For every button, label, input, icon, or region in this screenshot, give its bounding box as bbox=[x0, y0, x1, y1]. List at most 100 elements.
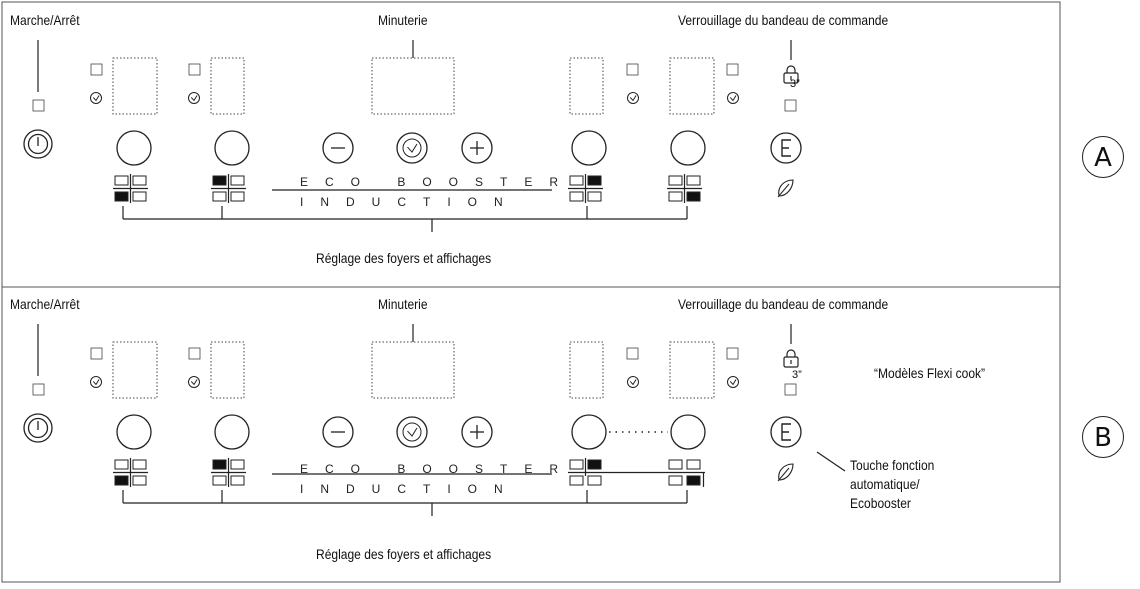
eco-leaf-icon bbox=[777, 179, 794, 198]
zone-cell bbox=[668, 191, 683, 202]
eco-leaf-icon bbox=[777, 463, 794, 482]
zone2-led bbox=[188, 63, 201, 76]
zone2-knob[interactable] bbox=[214, 130, 250, 166]
zone-cell bbox=[132, 459, 147, 470]
padlock-shackle bbox=[786, 349, 796, 357]
zone3-clock-icon bbox=[627, 92, 639, 104]
zone1-led bbox=[90, 63, 103, 76]
zone2-display bbox=[210, 57, 245, 115]
e-letter bbox=[781, 423, 791, 441]
function-e-button[interactable] bbox=[770, 416, 802, 448]
clock-face bbox=[402, 422, 422, 442]
zone4-display bbox=[669, 57, 715, 115]
plus-button[interactable] bbox=[461, 132, 493, 164]
zones-label-b: Réglage des foyers et affichages bbox=[316, 546, 492, 562]
timer-button[interactable] bbox=[396, 132, 428, 164]
zone2-clock-icon bbox=[188, 376, 200, 388]
minus-button[interactable] bbox=[322, 132, 354, 164]
panel-b bbox=[23, 324, 846, 516]
zone2-indicator bbox=[211, 458, 246, 487]
timer-display bbox=[371, 57, 455, 115]
zone-cell bbox=[668, 175, 683, 186]
zone1-indicator bbox=[113, 458, 148, 487]
flexi-cell bbox=[587, 475, 602, 486]
zone3-led bbox=[626, 347, 639, 360]
zone-cell bbox=[114, 459, 129, 470]
zone-cell bbox=[686, 175, 701, 186]
power-button[interactable] bbox=[23, 413, 53, 443]
clock-hands bbox=[629, 95, 637, 102]
lock-led bbox=[784, 99, 797, 112]
clock-hands bbox=[407, 143, 418, 153]
zone4-knob[interactable] bbox=[670, 414, 706, 450]
clock-hands bbox=[190, 379, 198, 386]
clock-face bbox=[727, 92, 739, 104]
clock-hands bbox=[407, 427, 418, 437]
timer-button[interactable] bbox=[396, 416, 428, 448]
zone-cell bbox=[587, 175, 602, 186]
zone4-display bbox=[669, 341, 715, 399]
auto-key-leader-line bbox=[816, 451, 846, 472]
zone4-clock-icon bbox=[727, 376, 739, 388]
timer-display bbox=[371, 341, 455, 399]
flexi-cell bbox=[569, 459, 584, 470]
power-label-a: Marche/Arrêt bbox=[10, 12, 80, 28]
lock-delay-a: 3” bbox=[790, 78, 800, 90]
timer-ring bbox=[396, 132, 428, 164]
clock-hands bbox=[629, 379, 637, 386]
zone-cell bbox=[587, 191, 602, 202]
padlock-icon bbox=[783, 65, 799, 84]
zone-cell bbox=[212, 175, 227, 186]
lock-delay-b: 3” bbox=[792, 369, 802, 381]
clock-face bbox=[188, 92, 200, 104]
lock-led bbox=[784, 383, 797, 396]
clock-hands bbox=[190, 95, 198, 102]
flexi-cell bbox=[668, 459, 683, 470]
zone2-led bbox=[188, 347, 201, 360]
clock-hands bbox=[729, 379, 737, 386]
zone3-knob[interactable] bbox=[571, 130, 607, 166]
zone-cell bbox=[132, 191, 147, 202]
zone1-knob[interactable] bbox=[116, 130, 152, 166]
zone-cell bbox=[569, 175, 584, 186]
band-bottom-a: INDUCTION bbox=[300, 195, 520, 209]
zone1-knob[interactable] bbox=[116, 414, 152, 450]
power-label-b: Marche/Arrêt bbox=[10, 296, 80, 312]
zone-cell bbox=[230, 191, 245, 202]
zone-cell bbox=[212, 191, 227, 202]
timer-label-b: Minuterie bbox=[378, 296, 428, 312]
zone4-knob[interactable] bbox=[670, 130, 706, 166]
e-letter bbox=[781, 139, 791, 157]
clock-hands bbox=[92, 379, 100, 386]
flexi-zone-indicator bbox=[568, 458, 705, 487]
zone2-knob[interactable] bbox=[214, 414, 250, 450]
function-e-button[interactable] bbox=[770, 132, 802, 164]
padlock-icon bbox=[783, 349, 799, 368]
zone-cell bbox=[230, 175, 245, 186]
zone3-led bbox=[626, 63, 639, 76]
padlock-shackle bbox=[786, 65, 796, 73]
panel-letter-a: A bbox=[1082, 136, 1124, 178]
zone1-display bbox=[112, 341, 158, 399]
plus-button[interactable] bbox=[461, 416, 493, 448]
band-top-b: ECO BOOSTER bbox=[300, 462, 576, 476]
zone3-knob[interactable] bbox=[571, 414, 607, 450]
zone-cell bbox=[212, 475, 227, 486]
clock-face bbox=[90, 92, 102, 104]
zone4-led bbox=[726, 63, 739, 76]
zone3-display bbox=[569, 341, 604, 399]
zone2-indicator bbox=[211, 174, 246, 203]
power-button[interactable] bbox=[23, 129, 53, 159]
minus-button[interactable] bbox=[322, 416, 354, 448]
zone-cell bbox=[686, 191, 701, 202]
zone3-indicator bbox=[568, 174, 603, 203]
auto-key-line-3: Ecobooster bbox=[850, 495, 911, 511]
auto-key-line-2: automatique/ bbox=[850, 476, 920, 492]
zones-label-a: Réglage des foyers et affichages bbox=[316, 250, 492, 266]
band-bottom-b: INDUCTION bbox=[300, 482, 520, 496]
zone-cell bbox=[114, 175, 129, 186]
timer-label-a: Minuterie bbox=[378, 12, 428, 28]
zone1-clock-icon bbox=[90, 92, 102, 104]
